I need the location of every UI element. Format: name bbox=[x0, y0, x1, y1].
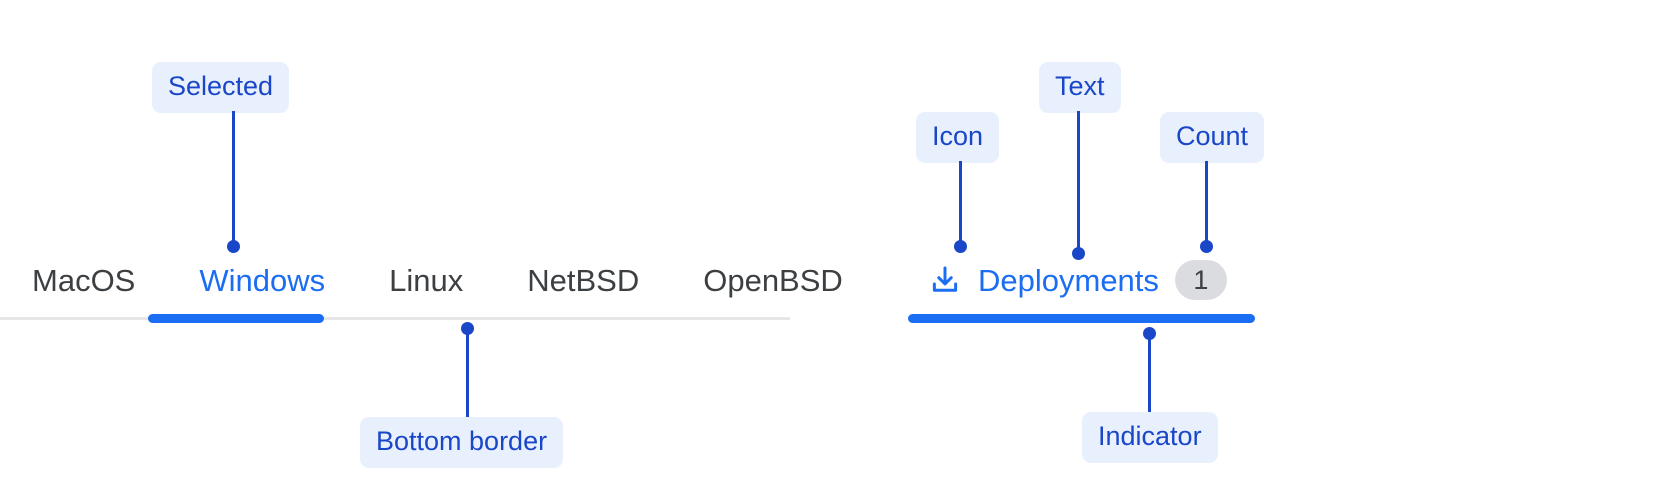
left-tab-list: MacOS Windows Linux NetBSD OpenBSD bbox=[0, 243, 875, 317]
tab-netbsd-label: NetBSD bbox=[527, 262, 640, 298]
annotation-count-pill: Count bbox=[1160, 112, 1265, 163]
tab-macos[interactable]: MacOS bbox=[0, 265, 167, 296]
annotation-selected-pill: Selected bbox=[152, 62, 290, 113]
tab-label: Deployments bbox=[978, 262, 1159, 298]
tab-netbsd[interactable]: NetBSD bbox=[495, 265, 671, 296]
left-selection-indicator bbox=[148, 314, 324, 323]
tabs-baseline bbox=[0, 317, 790, 320]
tab-linux-label: Linux bbox=[389, 262, 464, 298]
annotation-count-dot bbox=[1200, 240, 1213, 253]
annotation-icon-dot bbox=[954, 240, 967, 253]
annotation-selected-line bbox=[232, 111, 235, 246]
annotation-icon-line bbox=[959, 161, 962, 246]
tab-openbsd[interactable]: OpenBSD bbox=[671, 265, 875, 296]
left-tab-bar: MacOS Windows Linux NetBSD OpenBSD bbox=[0, 243, 843, 323]
annotation-icon-pill: Icon bbox=[916, 112, 1000, 163]
annotation-indicator-line bbox=[1148, 333, 1151, 412]
annotation-text-dot bbox=[1072, 247, 1085, 260]
tab-macos-label: MacOS bbox=[32, 262, 136, 298]
annotation-selected-dot bbox=[227, 240, 240, 253]
selected-tab-label: Windows bbox=[199, 262, 326, 298]
annotation-bottom-border-dot bbox=[461, 322, 474, 335]
annotation-bottom-border-pill: Bottom border bbox=[360, 417, 564, 468]
tab-windows[interactable]: Windows bbox=[167, 265, 357, 296]
tab-deployments[interactable]: Deployments 1 bbox=[908, 243, 1247, 317]
tab-linux[interactable]: Linux bbox=[357, 265, 495, 296]
annotation-indicator-dot bbox=[1143, 327, 1156, 340]
count-badge: 1 bbox=[1174, 260, 1227, 300]
annotation-indicator-pill: Indicator bbox=[1082, 412, 1218, 463]
selection-indicator bbox=[908, 314, 1255, 323]
annotation-text-pill: Text bbox=[1039, 62, 1121, 113]
annotation-bottom-border-line bbox=[466, 328, 469, 417]
annotation-count-line bbox=[1205, 161, 1208, 246]
download-icon bbox=[928, 263, 962, 297]
tab-openbsd-label: OpenBSD bbox=[703, 262, 843, 298]
annotation-text-line bbox=[1077, 111, 1080, 251]
